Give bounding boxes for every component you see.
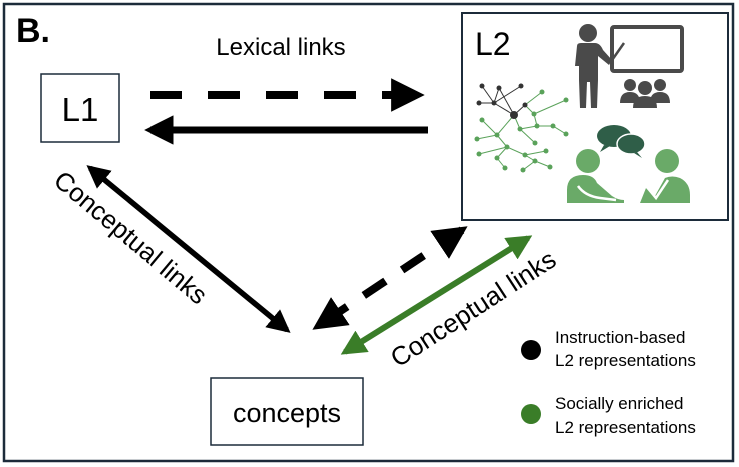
legend-marker-green bbox=[521, 404, 541, 424]
legend-text-line2: L2 representations bbox=[555, 351, 696, 370]
network-node bbox=[563, 131, 569, 137]
l1-box bbox=[40, 73, 120, 143]
concepts-node: concepts bbox=[210, 377, 364, 446]
network-node bbox=[479, 117, 485, 123]
network-edge bbox=[534, 160, 551, 168]
network-node bbox=[494, 132, 500, 138]
teacher-classroom-icon bbox=[575, 24, 684, 108]
network-node bbox=[502, 165, 508, 171]
network-node bbox=[534, 123, 540, 129]
network-edge bbox=[481, 85, 495, 104]
legend-text-line1: Socially enriched bbox=[555, 394, 684, 413]
network-edge bbox=[552, 125, 567, 135]
network-edge bbox=[493, 87, 500, 104]
network-node bbox=[479, 83, 485, 89]
network-node bbox=[476, 151, 482, 157]
network-edge bbox=[498, 87, 515, 116]
network-edge bbox=[519, 128, 536, 144]
legend-item-social: Socially enriched L2 representations bbox=[521, 394, 696, 437]
network-node bbox=[522, 102, 528, 108]
legend: Instruction-based L2 representations Soc… bbox=[521, 328, 696, 437]
panel-label: B. bbox=[16, 12, 50, 50]
l1-node: L1 bbox=[40, 73, 120, 143]
network-node bbox=[543, 148, 549, 154]
l1-label: L1 bbox=[62, 91, 99, 128]
concepts-box bbox=[210, 377, 364, 446]
network-edge bbox=[524, 150, 547, 156]
network-node bbox=[522, 152, 528, 158]
network-node bbox=[547, 164, 553, 170]
network-node bbox=[517, 126, 523, 132]
network-node bbox=[510, 111, 518, 119]
network-node bbox=[491, 100, 497, 106]
lexical-links-label: Lexical links bbox=[216, 34, 345, 61]
network-node bbox=[494, 155, 500, 161]
legend-text-line1: Instruction-based bbox=[555, 328, 685, 347]
network-node bbox=[532, 158, 538, 164]
network-node bbox=[531, 111, 537, 117]
network-edge bbox=[519, 125, 538, 130]
concepts-label: concepts bbox=[233, 398, 341, 428]
network-node bbox=[550, 123, 556, 129]
network-node bbox=[518, 83, 524, 89]
network-edge bbox=[478, 146, 508, 155]
network-node bbox=[563, 97, 569, 103]
conceptual-green-arrow bbox=[340, 235, 533, 355]
network-node bbox=[476, 100, 482, 106]
network-edge bbox=[506, 146, 526, 156]
conceptual-l1-arrow bbox=[86, 165, 291, 333]
network-edge bbox=[496, 134, 508, 148]
network-edge bbox=[533, 99, 567, 115]
network-node bbox=[520, 167, 526, 173]
legend-text-line2: L2 representations bbox=[555, 418, 696, 437]
network-node bbox=[496, 85, 502, 91]
legend-marker-black bbox=[521, 340, 541, 360]
network-edge bbox=[481, 119, 498, 136]
network-node bbox=[539, 89, 545, 95]
network-edge bbox=[493, 85, 522, 104]
network-node bbox=[474, 136, 480, 142]
l2-node: L2 bbox=[461, 12, 729, 221]
semantic-network-icon bbox=[474, 83, 569, 173]
social-conversation-icon bbox=[567, 125, 690, 203]
legend-item-instruction: Instruction-based L2 representations bbox=[521, 328, 696, 370]
network-edge bbox=[524, 91, 543, 106]
network-edge bbox=[476, 134, 498, 140]
network-node bbox=[504, 144, 510, 150]
network-edge bbox=[496, 114, 515, 136]
l2-label: L2 bbox=[475, 26, 511, 62]
network-node bbox=[532, 140, 538, 146]
